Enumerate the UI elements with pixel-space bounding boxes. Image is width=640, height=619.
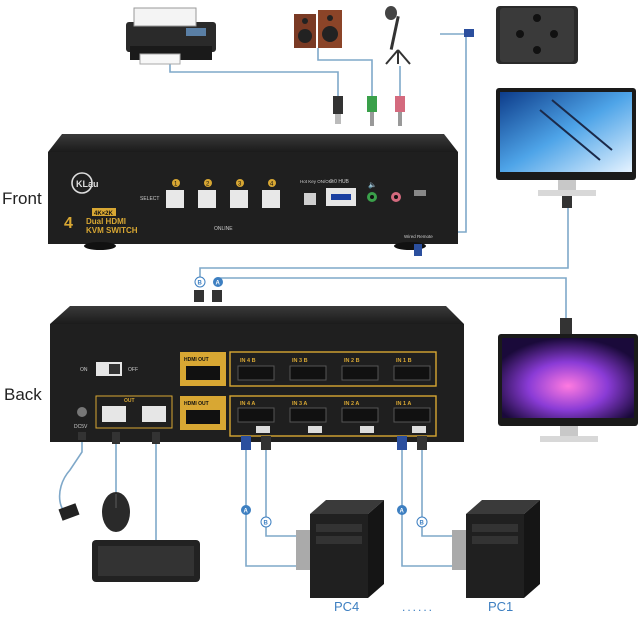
kvm-front-device: KLau 4K×2K 4 Dual HDMI KVM SWITCH SELECT… — [48, 134, 458, 256]
input-3a-port[interactable] — [289, 407, 327, 423]
bottom-cable-tags: A B A B — [241, 505, 428, 528]
input-2b-label: IN 2 B — [344, 358, 360, 364]
hotkey-button[interactable] — [304, 193, 316, 205]
button-number-1: 1 — [174, 182, 178, 188]
tag-a-middle: A — [216, 281, 221, 287]
title-line-1: Dual HDMI — [86, 217, 126, 226]
hdmi-out-bottom-port[interactable] — [186, 410, 220, 424]
select-label: SELECT — [140, 196, 159, 202]
pc4-cable-a — [245, 448, 296, 567]
keyboard-icon — [92, 540, 200, 582]
front-label: Front — [2, 189, 42, 208]
input-2a-label: IN 2 A — [344, 401, 359, 407]
kvm-back-device: ON OFF DC5V OUT HDMI OUT HDMI OUT IN 4 B… — [50, 306, 464, 442]
cables — [58, 33, 569, 567]
hdmi-out-bottom-label: HDMI OUT — [184, 401, 209, 407]
online-label: ONLINE — [214, 226, 233, 232]
pink-audio-plug — [395, 96, 405, 126]
middle-hdmi-connectors: B A — [194, 276, 223, 302]
monitor-top — [496, 88, 636, 208]
input-2b-port[interactable] — [341, 365, 379, 381]
tag-b-middle: B — [198, 281, 203, 287]
back-label: Back — [4, 385, 42, 404]
usb-hub-label: 2.0 HUB — [330, 179, 350, 185]
input-1a-label: IN 1 A — [396, 401, 411, 407]
pc4-tower-icon — [296, 500, 384, 598]
badge-4k: 4K×2K — [94, 211, 114, 217]
usb-plug — [333, 96, 343, 124]
input-3b-label: IN 3 B — [292, 358, 308, 364]
printer-cable — [169, 62, 339, 100]
monitor-bottom — [498, 318, 638, 442]
on-label: ON — [80, 367, 88, 373]
brand-text: KLau — [76, 179, 99, 189]
input-1b-label: IN 1 B — [396, 358, 412, 364]
button-number-4: 4 — [270, 182, 274, 188]
input-1b-port[interactable] — [393, 365, 431, 381]
input-3b-port[interactable] — [289, 365, 327, 381]
select-button-4[interactable] — [262, 190, 280, 208]
speaker-cable — [317, 48, 373, 100]
mouse-icon — [102, 492, 130, 532]
port-count: 4 — [64, 215, 73, 232]
back-bottom-plugs — [78, 432, 427, 450]
brand-logo-icon — [71, 172, 93, 194]
button-number-3: 3 — [238, 182, 242, 188]
pc4-label: PC4 — [334, 599, 359, 614]
green-audio-plug — [367, 96, 377, 126]
input-1a-port[interactable] — [393, 407, 431, 423]
input-2a-port[interactable] — [341, 407, 379, 423]
input-4b-port[interactable] — [237, 365, 275, 381]
button-number-2: 2 — [206, 182, 210, 188]
hdmi-out-top-label: HDMI OUT — [184, 357, 209, 363]
microphone-icon — [385, 6, 411, 65]
select-button-2[interactable] — [198, 190, 216, 208]
top-input-ports: IN 4 B IN 3 B IN 2 B IN 1 B — [237, 358, 431, 381]
pc1-cable-a — [401, 448, 452, 567]
bottom-input-ports: IN 4 A IN 3 A IN 2 A IN 1 A — [237, 401, 431, 433]
pc1-cable-b — [421, 448, 452, 537]
pc1-tower-icon — [452, 500, 540, 598]
hotkey-label: Hot Key ON/OFF — [300, 179, 335, 184]
tag-b-pc1: B — [420, 521, 425, 527]
power-adapter-icon — [58, 503, 80, 521]
select-button-3[interactable] — [230, 190, 248, 208]
off-label: OFF — [128, 367, 138, 373]
power-cable — [58, 436, 83, 515]
input-4a-port[interactable] — [237, 407, 275, 423]
dc-power-port[interactable] — [77, 407, 87, 417]
printer-icon — [126, 7, 216, 65]
tag-b-pc4: B — [264, 521, 269, 527]
speaker-icon: 🔈 — [368, 181, 377, 189]
hdmi-out-top-port[interactable] — [186, 366, 220, 380]
wired-remote-icon — [464, 6, 578, 64]
pc4-cable-b — [265, 448, 296, 537]
input-4b-label: IN 4 B — [240, 358, 256, 364]
pc1-label: PC1 — [488, 599, 513, 614]
back-usb-port-1[interactable] — [102, 406, 126, 422]
title-line-2: KVM SWITCH — [86, 226, 138, 235]
pc-dots: ...... — [402, 600, 434, 614]
monitor-b-cable — [199, 196, 569, 284]
select-button-1[interactable] — [166, 190, 184, 208]
tag-a-pc4: A — [244, 509, 249, 515]
back-usb-port-2[interactable] — [142, 406, 166, 422]
wired-remote-port[interactable] — [414, 190, 426, 196]
usb-out-label: OUT — [124, 398, 135, 404]
input-4a-label: IN 4 A — [240, 401, 255, 407]
speakers-icon — [294, 10, 342, 48]
front-select-buttons: 1 2 3 4 — [166, 179, 280, 208]
wired-remote-label: Wired Remote — [404, 234, 433, 239]
tag-a-pc1: A — [400, 509, 405, 515]
dc-label: DC5V — [74, 424, 88, 430]
input-3a-label: IN 3 A — [292, 401, 307, 407]
